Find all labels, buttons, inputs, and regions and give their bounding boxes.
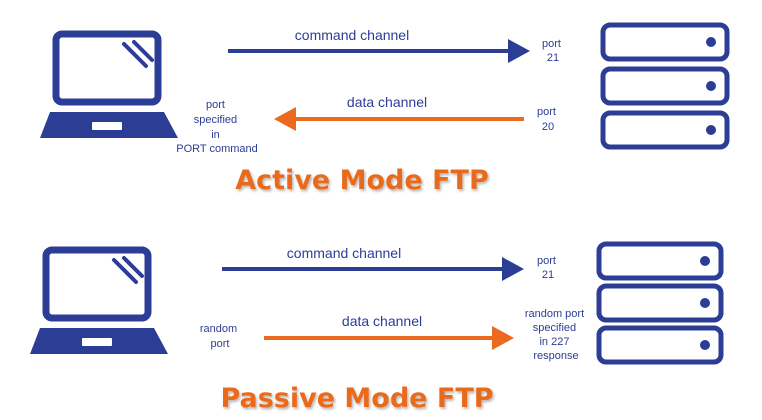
active-server-data-port: port 20 [537,106,559,133]
passive-mode-section: command channel data channel port 21 ran… [30,241,724,414]
active-command-arrow [228,39,530,63]
active-mode-section: command channel data channel port 21 por… [40,22,730,196]
passive-command-label: command channel [287,245,401,261]
active-mode-title: Active Mode FTP [235,165,488,196]
server-icon [600,22,730,150]
active-server-data-port-line: 20 [542,121,554,133]
active-server-command-port: port 21 [542,38,564,64]
active-data-arrow [274,107,524,131]
server-icon [596,241,724,365]
passive-data-label: data channel [342,313,422,329]
passive-server-data-port-line: response [533,350,578,362]
passive-mode-title: Passive Mode FTP [220,383,493,414]
active-client-data-port: port specified in PORT command [176,99,258,155]
passive-server-command-port-line: port [537,255,556,267]
passive-client-data-port: random port [200,323,240,350]
active-client-data-port-line: in [211,129,220,141]
passive-data-arrow [264,326,514,350]
passive-client-data-port-line: random [200,323,237,335]
active-command-label: command channel [295,27,409,43]
active-server-command-port-line: port [542,38,561,50]
passive-server-command-port: port 21 [537,255,559,281]
active-client-data-port-line: port [206,99,225,111]
passive-server-data-port-line: in 227 [539,336,569,348]
active-server-command-port-line: 21 [547,52,559,64]
laptop-icon [40,30,178,138]
active-client-data-port-line: specified [194,114,237,126]
passive-server-data-port: random port specified in 227 response [525,308,587,362]
active-data-label: data channel [347,94,427,110]
active-client-data-port-line: PORT command [176,143,258,155]
active-server-data-port-line: port [537,106,556,118]
passive-client-data-port-line: port [211,338,230,350]
passive-server-command-port-line: 21 [542,269,554,281]
passive-server-data-port-line: random port [525,308,584,320]
passive-command-arrow [222,257,524,281]
passive-server-data-port-line: specified [533,322,576,334]
laptop-icon [30,246,168,354]
